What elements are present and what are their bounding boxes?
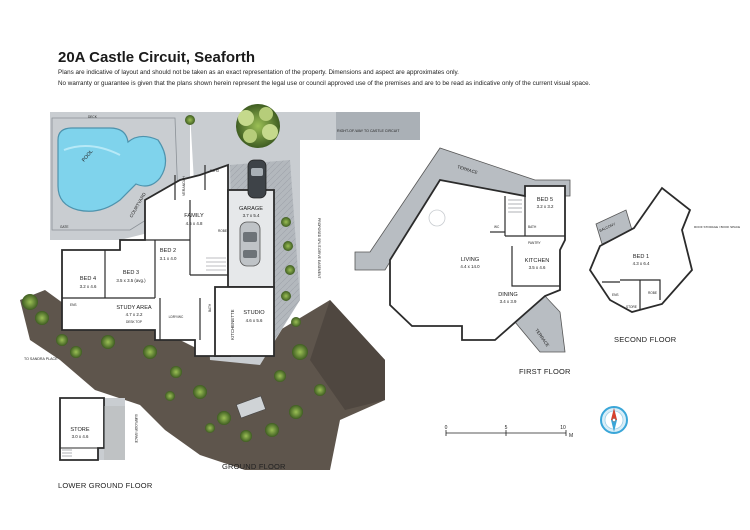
family-room-label: FAMILY	[184, 213, 204, 219]
ground-floor-caption: GROUND FLOOR	[222, 462, 286, 471]
study-area-dimensions: 4.7 x 2.2	[126, 312, 143, 317]
gate-label: GATE	[60, 225, 68, 229]
bed2-label: BED 2	[160, 248, 176, 254]
second-floor-plan: BED 1 4.3 x 6.4 BALCONY ROOF STORAGE / B…	[588, 186, 740, 313]
bed5-label: BED 5	[537, 197, 553, 203]
terrace-top-label: TERRACE	[457, 164, 479, 175]
dining-label: DINING	[498, 292, 518, 298]
kitchen-dimensions: 3.5 x 4.6	[529, 265, 546, 270]
scale-bar: 0 5 10 M	[445, 425, 574, 439]
bed5-dimensions: 3.2 x 3.2	[537, 204, 554, 209]
bed3-label: BED 3	[123, 270, 139, 276]
tree-icon	[236, 104, 280, 148]
bed4-dimensions: 3.2 x 4.6	[80, 284, 97, 289]
scale-tick-0: 0	[445, 425, 448, 431]
pantry-label: PANTRY	[528, 241, 542, 245]
kitchen-label: KITCHEN	[525, 258, 550, 264]
roof-storage-label: ROOF STORAGE / BOOK SPACE	[694, 225, 740, 229]
study-area-label: STUDY AREA	[116, 305, 152, 311]
easement-label: PROPOSED SPLIT-DRIVE EASEMENT	[317, 218, 321, 278]
shrub-icons	[22, 115, 326, 442]
scale-tick-10: 10	[560, 425, 566, 431]
living-dimensions: 4.4 x 14.0	[460, 264, 480, 269]
store-label: STORE	[626, 305, 637, 309]
first-floor-caption: FIRST FLOOR	[519, 367, 571, 376]
store-dimensions: 3.0 x 4.6	[72, 434, 89, 439]
lower-ground-floor-caption: LOWER GROUND FLOOR	[58, 481, 153, 490]
dining-dimensions: 3.4 x 3.9	[500, 299, 517, 304]
bath-label: BATH	[528, 225, 537, 229]
deck-label: DECK	[88, 115, 98, 119]
verandah-label: VERANDAH	[182, 176, 186, 196]
bed4-label: BED 4	[80, 276, 96, 282]
garage-dimensions: 3.7 x 5.4	[243, 213, 260, 218]
scale-tick-5: 5	[505, 425, 508, 431]
disclaimer-line-2: No warranty or guarantee is given that t…	[58, 80, 591, 87]
bed1-label: BED 1	[633, 254, 649, 260]
garage-label: GARAGE	[239, 206, 263, 212]
bath-label: BATH	[208, 303, 212, 312]
car-top-icon	[239, 221, 261, 267]
ens-label: ENS	[612, 293, 619, 297]
studio-dimensions: 4.6 x 5.6	[246, 318, 263, 323]
to-sandra-place-label: TO SANDRA PLACE	[24, 357, 58, 361]
bed3-dimensions: 3.5 x 3.5 (avg.)	[116, 278, 146, 283]
subfloor-label: SUBFLOOR SPACE	[134, 414, 138, 443]
compass-icon	[600, 406, 628, 434]
ens-label: ENS	[70, 303, 77, 307]
store-label: STORE	[70, 427, 89, 433]
laundry-label: LDRY/WC	[169, 315, 184, 319]
kitchenette-label: KITCHENETTE	[230, 309, 235, 340]
lower-ground-floor-plan: STORE 3.0 x 4.6 SUBFLOOR SPACE	[59, 397, 138, 461]
studio-label: STUDIO	[243, 310, 265, 316]
bed2-dimensions: 3.1 x 4.0	[160, 256, 177, 261]
disclaimer-line-1: Plans are indicative of layout and shoul…	[58, 69, 459, 76]
balcony-label: BALCONY	[599, 222, 617, 233]
robe-label: ROBE	[648, 291, 657, 295]
second-floor-caption: SECOND FLOOR	[614, 335, 677, 344]
desk-top-label: DESK TOP	[126, 320, 142, 324]
wc-label: WC	[494, 225, 500, 229]
car-top-icon	[247, 159, 267, 199]
robe-label: ROBE	[218, 229, 227, 233]
first-floor-plan: LIVING 4.4 x 14.0 DINING 3.4 x 3.9 KITCH…	[354, 147, 571, 353]
family-room-dimensions: 4.5 x 4.8	[186, 221, 203, 226]
patio-label: PATIO	[210, 169, 220, 173]
scale-unit: M	[569, 433, 573, 439]
page-title: 20A Castle Circuit, Seaforth	[58, 49, 255, 66]
right-of-way-label: RIGHT-OF-WAY TO CASTLE CIRCUIT	[337, 129, 400, 133]
ground-floor-plan: POOL COURTYARD	[20, 104, 420, 470]
living-label: LIVING	[461, 257, 479, 263]
bed1-dimensions: 4.3 x 6.4	[633, 261, 650, 266]
